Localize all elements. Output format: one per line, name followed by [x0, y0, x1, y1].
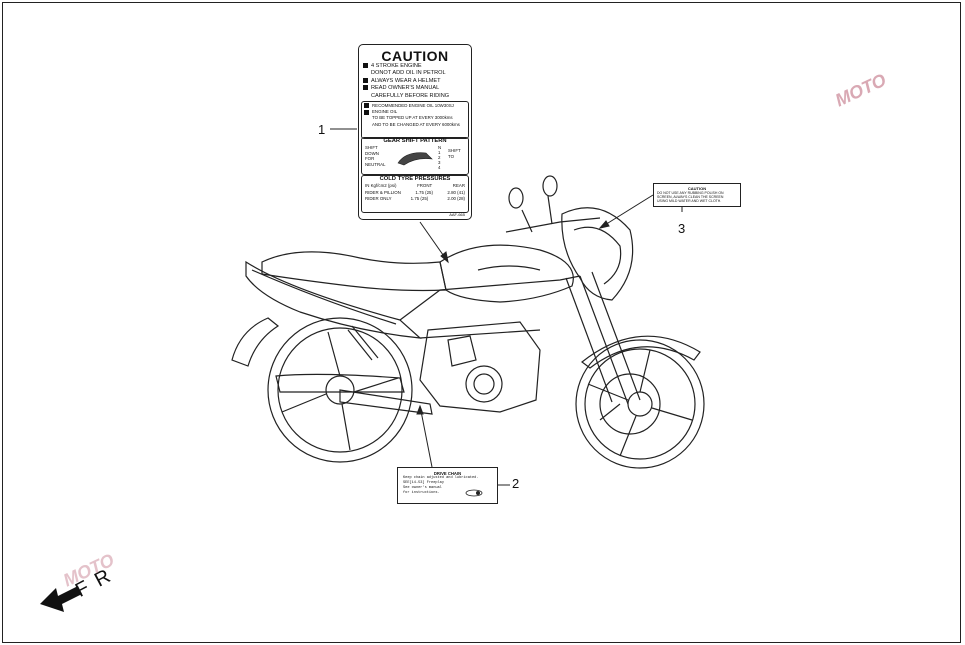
tyre-cell: RIDER & PILLION — [365, 190, 401, 196]
tyre-cell: 1.75 (25) — [410, 196, 429, 202]
tyre-pressure-box: COLD TYRE PRESSURES IN Kgf/cm2 (psi) FRO… — [361, 175, 469, 213]
forward-arrow-icon — [40, 586, 82, 612]
gear-left-text: NEUTRAL — [365, 161, 386, 167]
oil-change: AND TO BE CHANGED AT EVERY 6000kms — [372, 121, 460, 127]
callout-number: 2 — [512, 476, 520, 491]
gear-shift-title: GEAR SHIFT PATTERN — [383, 138, 447, 144]
gear-position: 3 — [438, 160, 441, 165]
drive-chain-title: DRIVE CHAIN — [433, 471, 462, 476]
chain-icon — [465, 489, 483, 497]
tyre-cell: 2.80 (41) — [447, 190, 465, 196]
tyre-cell: 2.00 (28) — [447, 196, 465, 202]
warning-line: DONOT ADD OIL IN PETROL — [371, 70, 446, 77]
front-fender — [581, 335, 701, 369]
oil-label: ENGINE OIL — [372, 109, 398, 115]
label-code: AAF-665 — [449, 212, 465, 217]
screen-caution-text: DO NOT USE ANY RUBBING POLISH ON — [657, 191, 724, 195]
tyre-header: REAR — [452, 183, 465, 188]
gear-position: 1 — [438, 150, 441, 155]
callout-number: 3 — [678, 221, 686, 236]
caution-label: CAUTION 4 STROKE ENGINE DONOT ADD OIL IN… — [358, 44, 472, 220]
drive-chain-text: See owner's manual — [403, 486, 442, 490]
drive-chain-text: for instructions. — [403, 491, 440, 495]
gear-shift-box: GEAR SHIFT PATTERN SHIFT DOWN FOR NEUTRA… — [361, 137, 469, 175]
gear-position: N — [438, 145, 442, 150]
caution-title: CAUTION — [381, 48, 449, 64]
gear-left-text: DOWN — [365, 150, 379, 156]
front-wheel — [575, 339, 705, 469]
gear-position: 2 — [438, 155, 441, 160]
oil-topup: TO BE TOPPED UP AT EVERY 3000kms — [372, 115, 453, 121]
tail-panel — [245, 260, 422, 339]
oil-recommendation: RECOMMENDED ENGINE OIL 10W30SJ — [372, 103, 454, 108]
screen-caution-title: CAUTION — [687, 186, 707, 191]
gear-pedal-icon — [397, 152, 433, 166]
gear-left-text: FOR — [365, 156, 375, 161]
gear-right-text: SHIFT — [448, 148, 461, 153]
tyre-cell: 1.75 (25) — [415, 190, 433, 196]
gear-left-text: SHIFT — [365, 145, 378, 150]
warning-line: CAREFULLY BEFORE RIDING — [371, 92, 450, 99]
rear-wheel — [267, 317, 413, 463]
oil-info-box: RECOMMENDED ENGINE OIL 10W30SJ ENGINE OI… — [361, 101, 469, 139]
tyre-header: IN Kgf/cm2 (psi) — [365, 183, 397, 188]
headlamp-fairing — [561, 207, 634, 301]
exhaust — [275, 373, 405, 393]
gear-position: 4 — [438, 165, 441, 170]
tyre-cell: RIDER ONLY — [365, 196, 392, 202]
swing-arm — [339, 389, 433, 415]
seat — [261, 251, 447, 292]
warning-line: 4 STROKE ENGINE — [371, 63, 422, 69]
drive-chain-text: SEE[14-53] Freeplay — [403, 481, 444, 485]
drive-chain-label: DRIVE CHAIN Keep chain adjusted and lubr… — [397, 467, 498, 504]
tyre-header: FRONT — [417, 183, 433, 188]
screen-caution-text: SCREEN, ALWAYS CLEAN THE SCREEN — [657, 195, 724, 199]
screen-caution-text: USING MILD WATER AND WET CLOTH. — [657, 199, 722, 203]
tyre-pressure-title: COLD TYRE PRESSURES — [379, 176, 451, 182]
callout-number: 1 — [318, 122, 326, 137]
drive-chain-text: Keep chain adjusted and lubricated. — [403, 476, 479, 480]
warning-line: ALWAYS WEAR A HELMET — [371, 77, 441, 84]
fuel-tank — [439, 244, 574, 303]
gear-right-text: TO — [448, 153, 455, 159]
engine — [419, 321, 541, 413]
screen-caution-label: CAUTION DO NOT USE ANY RUBBING POLISH ON… — [653, 183, 741, 207]
caution-warnings: 4 STROKE ENGINE DONOT ADD OIL IN PETROL … — [363, 63, 471, 100]
warning-line: READ OWNER'S MANUAL — [371, 85, 440, 92]
